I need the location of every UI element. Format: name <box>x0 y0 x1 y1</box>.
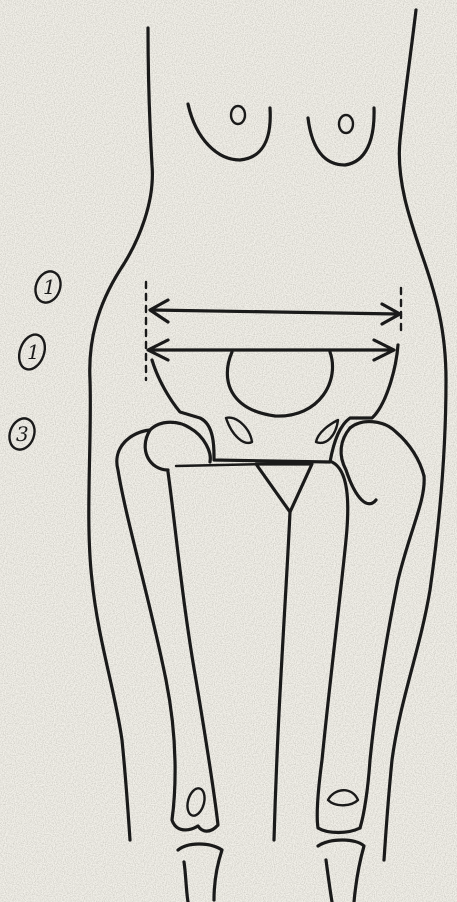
marker-1-label: 1 <box>43 275 56 299</box>
marker-2-label: 1 <box>27 340 40 364</box>
marker-3-label: 3 <box>16 422 29 446</box>
